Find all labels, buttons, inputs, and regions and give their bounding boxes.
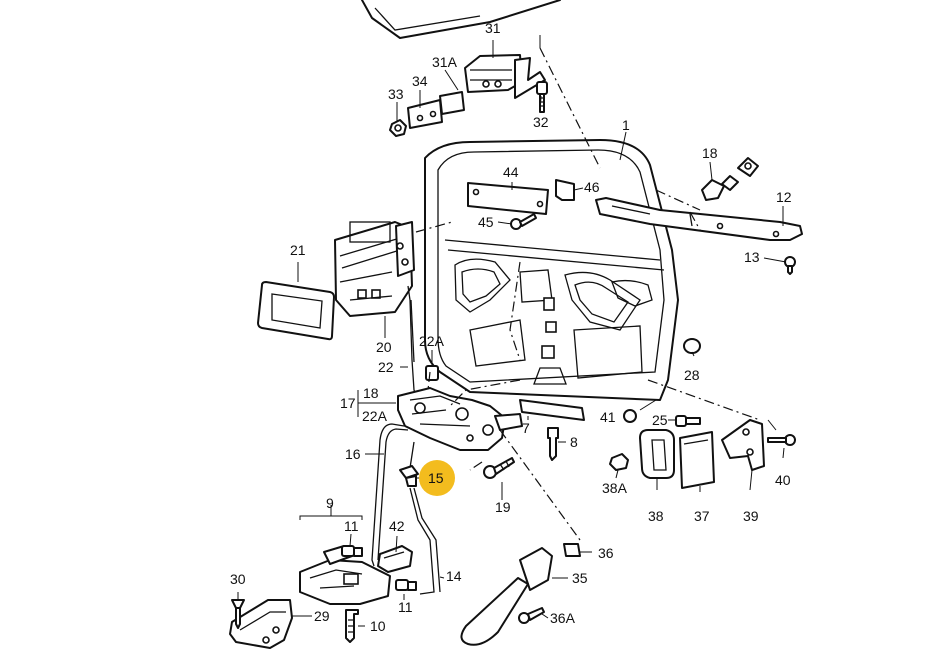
callout-13[interactable]: 13 [744, 249, 760, 265]
callout-22a-low[interactable]: 22A [362, 408, 388, 424]
plug-28 [683, 338, 701, 354]
door-lock-18 [397, 387, 523, 451]
door-panel-fragment [361, 0, 561, 39]
nut-38a [609, 453, 629, 471]
callout-10[interactable]: 10 [370, 618, 386, 634]
callout-1[interactable]: 1 [622, 117, 630, 133]
bolt-10 [345, 609, 359, 643]
callout-33[interactable]: 33 [388, 86, 404, 102]
bracket-37 [679, 431, 715, 489]
callout-18-lock[interactable]: 18 [363, 385, 379, 401]
rod-14 [409, 487, 441, 595]
callout-14[interactable]: 14 [446, 568, 462, 584]
check-strap-35 [460, 547, 553, 646]
callout-15[interactable]: 15 [428, 470, 444, 486]
callout-labels: 1 31 31A 34 33 32 44 46 45 18 12 13 21 2… [230, 20, 792, 634]
callout-17[interactable]: 17 [340, 395, 356, 411]
bracket-36 [563, 543, 581, 557]
callout-39[interactable]: 39 [743, 508, 759, 524]
callout-12[interactable]: 12 [776, 189, 792, 205]
callout-16[interactable]: 16 [345, 446, 361, 462]
screw-25 [675, 415, 701, 427]
handle-trim-21 [257, 281, 335, 341]
nut-33 [389, 119, 407, 137]
clip-22a [425, 365, 439, 381]
door-frame [424, 139, 679, 401]
callout-40[interactable]: 40 [775, 472, 791, 488]
callout-36a[interactable]: 36A [550, 610, 576, 626]
callout-36[interactable]: 36 [598, 545, 614, 561]
reinforcement-plate-44 [467, 182, 549, 215]
callout-38[interactable]: 38 [648, 508, 664, 524]
strip-7 [519, 399, 585, 421]
clip-11-lower [395, 579, 417, 591]
rod-16 [371, 423, 409, 567]
callout-11-upper[interactable]: 11 [344, 518, 359, 534]
screw-41 [623, 409, 637, 423]
callout-22a-top[interactable]: 22A [419, 333, 445, 349]
callout-22[interactable]: 22 [378, 359, 394, 375]
door-switch-18 [701, 157, 759, 201]
callout-35[interactable]: 35 [572, 570, 588, 586]
callout-11-lower[interactable]: 11 [398, 599, 413, 615]
callout-34[interactable]: 34 [412, 73, 428, 89]
callout-9[interactable]: 9 [326, 495, 334, 511]
callout-31a[interactable]: 31A [432, 54, 458, 70]
callout-29[interactable]: 29 [314, 608, 330, 624]
callout-38a[interactable]: 38A [602, 480, 628, 496]
hinge-31 [464, 54, 546, 99]
callout-21[interactable]: 21 [290, 242, 306, 258]
screw-40 [767, 434, 796, 446]
callout-8[interactable]: 8 [570, 434, 578, 450]
screw-36a [518, 607, 545, 624]
callout-7[interactable]: 7 [522, 420, 530, 436]
clip-11-upper [341, 545, 363, 557]
lever-42 [377, 545, 413, 573]
callout-25[interactable]: 25 [652, 412, 668, 428]
callout-18-switch[interactable]: 18 [702, 145, 718, 161]
assembly-lines [415, 47, 761, 541]
callout-37[interactable]: 37 [694, 508, 710, 524]
hinge-plate-34 [407, 91, 465, 129]
handle-housing-20 [334, 221, 415, 317]
screw-19 [483, 457, 515, 479]
plate-38 [639, 429, 675, 479]
callout-20[interactable]: 20 [376, 339, 392, 355]
bolt-32 [536, 81, 548, 113]
callout-45[interactable]: 45 [478, 214, 494, 230]
callout-19[interactable]: 19 [495, 499, 511, 515]
callout-30[interactable]: 30 [230, 571, 246, 587]
screw-30 [231, 599, 245, 629]
seal-strip-12 [595, 197, 803, 241]
callout-41[interactable]: 41 [600, 409, 616, 425]
callout-42[interactable]: 42 [389, 518, 405, 534]
leader-lines [237, 35, 787, 627]
bolt-8 [547, 427, 559, 461]
rod-clip-15 [399, 441, 419, 487]
striker-29 [229, 599, 293, 649]
screw-13 [784, 256, 796, 275]
remote-lock-9 [299, 545, 391, 605]
callout-46[interactable]: 46 [584, 179, 600, 195]
callout-28[interactable]: 28 [684, 367, 700, 383]
highlight-marker [419, 460, 455, 496]
door-stop-39 [721, 419, 765, 471]
bracket-46 [555, 179, 575, 201]
callout-44[interactable]: 44 [503, 164, 519, 180]
callout-32[interactable]: 32 [533, 114, 549, 130]
callout-31[interactable]: 31 [485, 20, 501, 36]
